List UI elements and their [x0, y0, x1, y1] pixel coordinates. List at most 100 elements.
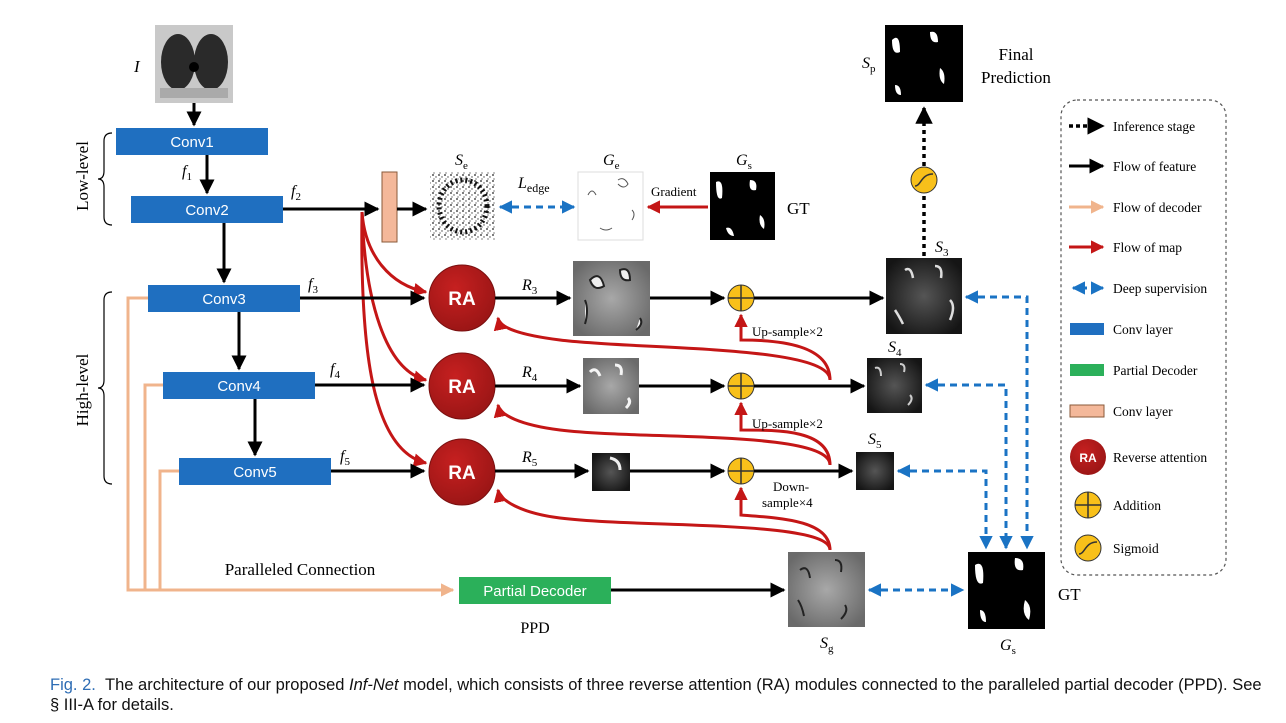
svg-text:Conv2: Conv2	[185, 202, 228, 219]
r4-map	[583, 358, 639, 414]
ra4-module: RA	[428, 352, 496, 420]
addition-node-5	[727, 457, 755, 485]
legend-label-conv-blue: Conv layer	[1113, 322, 1173, 337]
legend-label-feature: Flow of feature	[1113, 159, 1196, 174]
ppd-label: PPD	[520, 620, 549, 637]
sp-final-map	[885, 25, 963, 102]
ra-to-r-arrows	[495, 290, 590, 479]
se-label: Se	[455, 152, 468, 172]
s3-label: S3	[935, 239, 949, 259]
f3-label: f3	[308, 276, 318, 296]
addition-to-s-arrows	[754, 290, 885, 479]
gradient-label: Gradient	[651, 184, 697, 199]
green-rect-icon	[1070, 364, 1104, 376]
f4-label: f4	[330, 361, 340, 381]
figure-caption: Fig. 2. The architecture of our proposed…	[50, 675, 1265, 715]
ra-circle-icon: RA	[1070, 439, 1106, 475]
loss-edge-label: Ledge	[517, 175, 550, 195]
s5-label: S5	[868, 431, 882, 451]
final-prediction-line2: Prediction	[981, 68, 1051, 87]
legend-label-map: Flow of map	[1113, 240, 1182, 255]
r5-label: R5	[521, 449, 538, 469]
edge-conv-layer	[381, 171, 398, 243]
high-level-label: High-level	[73, 353, 92, 426]
gt-top-label: GT	[787, 199, 810, 218]
feedback-flows	[493, 313, 832, 551]
addition-node-3	[727, 284, 755, 312]
sigmoid-icon	[1074, 534, 1102, 562]
legend-label-inference: Inference stage	[1113, 119, 1195, 134]
downsample-5-label-1: Down-	[773, 479, 809, 494]
r3-label: R3	[521, 277, 538, 297]
legend-label-ra: Reverse attention	[1113, 450, 1207, 465]
gs-top-label: Gs	[736, 152, 752, 172]
legend-label-sigmoid: Sigmoid	[1113, 541, 1159, 556]
f1-label: f1	[182, 163, 192, 183]
svg-text:Partial Decoder: Partial Decoder	[483, 583, 586, 600]
s4-label: S4	[888, 339, 902, 359]
sp-label: Sp	[862, 55, 876, 75]
caption-part2: model, which consists of three reverse a…	[50, 676, 1262, 714]
legend-label-decoder: Flow of decoder	[1113, 200, 1202, 215]
svg-text:Conv4: Conv4	[217, 378, 260, 395]
ge-label: Ge	[603, 152, 620, 172]
se-edge-map	[430, 172, 495, 240]
svg-text:RA: RA	[448, 289, 476, 310]
legend-label-addition: Addition	[1113, 498, 1161, 513]
edge-to-ra-flows	[360, 211, 428, 467]
partial-decoder-block: Partial Decoder	[459, 577, 611, 604]
deep-supervision-lines	[867, 290, 1034, 597]
addition-node-4	[727, 372, 755, 400]
input-ct-image	[155, 25, 233, 103]
upsample-3-label: Up-sample×2	[752, 324, 823, 339]
decoder-flow-lines	[126, 296, 455, 597]
paralleled-connection-label: Paralleled Connection	[225, 560, 376, 579]
s5-map	[856, 452, 894, 490]
conv-chain-arrows	[199, 155, 263, 457]
sg-map	[788, 552, 865, 627]
gt-bottom-label: GT	[1058, 585, 1081, 604]
svg-text:Conv1: Conv1	[170, 134, 213, 151]
ra5-module: RA	[428, 438, 496, 506]
gs-bottom-label: Gs	[1000, 637, 1016, 657]
svg-text:Conv5: Conv5	[233, 464, 276, 481]
downsample-5-label-2: sample×4	[762, 495, 813, 510]
figure-number: Fig. 2.	[50, 676, 96, 694]
sg-label: Sg	[820, 635, 834, 655]
caption-part1: The architecture of our proposed	[105, 676, 350, 694]
low-level-brace	[97, 132, 113, 226]
ra3-module: RA	[428, 264, 496, 332]
gs-top-gt	[710, 172, 775, 240]
conv1-block: Conv1	[116, 128, 268, 155]
sigmoid-node	[910, 166, 938, 194]
conv4-block: Conv4	[163, 372, 315, 399]
s4-map	[867, 358, 922, 413]
r3-map	[573, 261, 650, 336]
final-prediction-line1: Final	[999, 45, 1034, 64]
svg-text:RA: RA	[448, 377, 476, 398]
f2-label: f2	[291, 183, 301, 203]
gs-bottom-gt	[968, 552, 1045, 629]
high-level-brace	[97, 291, 113, 485]
upsample-4-label: Up-sample×2	[752, 416, 823, 431]
legend-label-partial-decoder: Partial Decoder	[1113, 363, 1198, 378]
r5-map	[592, 453, 630, 491]
legend: Inference stage Flow of feature Flow of …	[1060, 99, 1227, 576]
conv3-block: Conv3	[148, 285, 300, 312]
legend-label-deep-supervision: Deep supervision	[1113, 281, 1207, 296]
feature-to-ra-arrows	[300, 290, 426, 479]
f5-label: f5	[340, 448, 350, 468]
svg-text:RA: RA	[448, 463, 476, 484]
low-level-label: Low-level	[73, 141, 92, 211]
s3-map	[886, 258, 962, 334]
legend-label-conv-peach: Conv layer	[1113, 404, 1173, 419]
caption-model-name: Inf-Net	[349, 676, 399, 694]
svg-text:RA: RA	[1079, 451, 1097, 465]
peach-rect-icon	[1069, 404, 1105, 418]
svg-text:Conv3: Conv3	[202, 291, 245, 308]
ge-edge-gt	[577, 171, 644, 241]
addition-icon	[1074, 491, 1102, 519]
input-label: I	[133, 57, 141, 76]
r-to-addition-arrows	[630, 290, 726, 479]
